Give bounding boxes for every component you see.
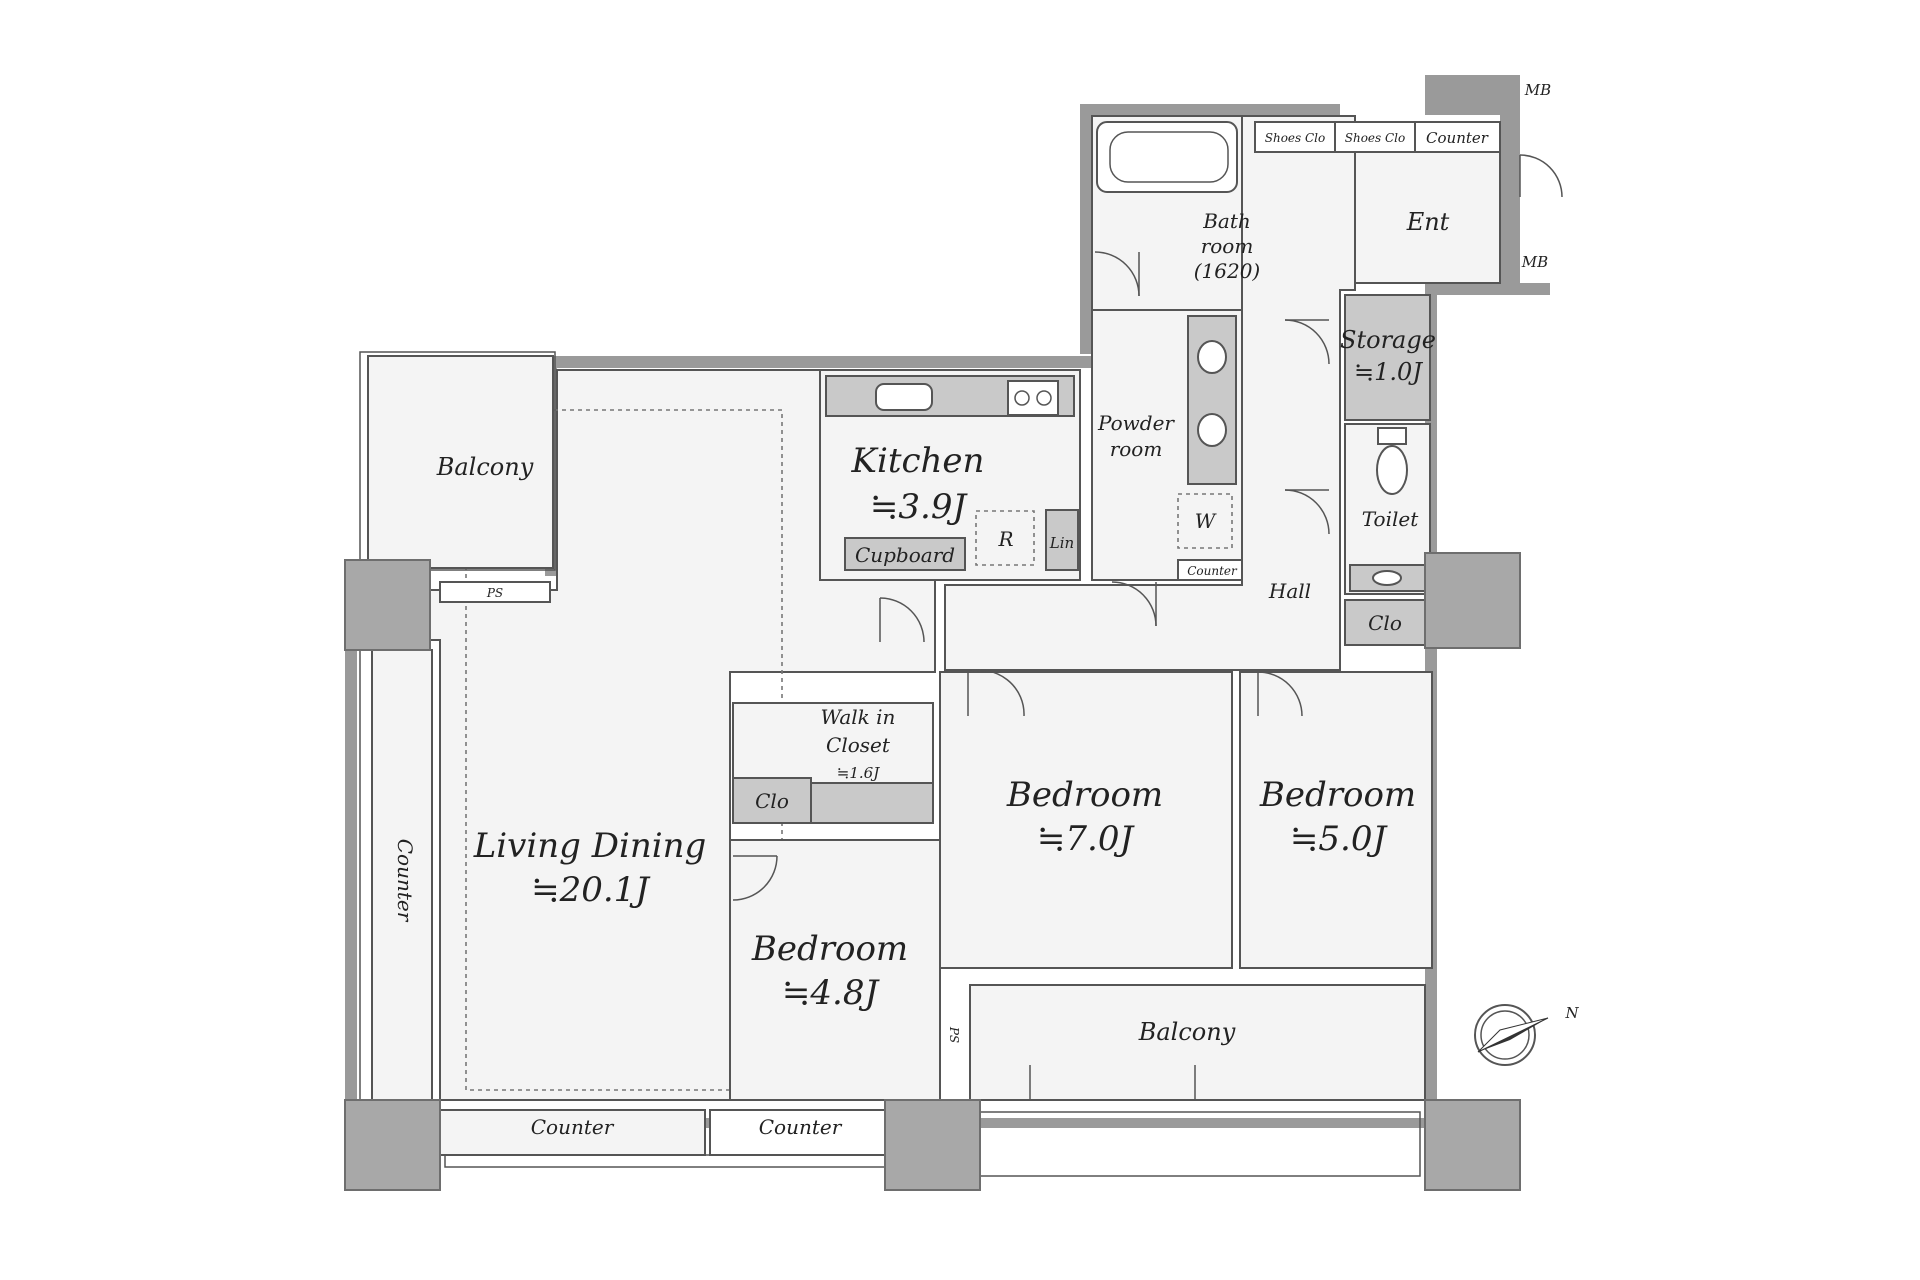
closet-hall [1344,599,1426,646]
walk-in-area: ≒1.6J [837,764,880,782]
kitchen-area: ≒3.9J [870,487,969,527]
balcony-south [969,984,1426,1101]
powder-line2: room [1110,437,1163,461]
cupboard-label: Cupboard [855,543,955,567]
bedroom-a [939,671,1233,969]
doors [732,154,1563,901]
bath-line3: (1620) [1194,259,1261,283]
counter-west [371,649,433,1101]
counter-bottom-2-label: Counter [759,1115,843,1139]
refrigerator-label: R [997,527,1013,551]
living-dining-area: ≒20.1J [531,870,651,910]
bedroom-c [729,839,941,1101]
closet-bed-c [732,777,812,824]
storage [1344,294,1431,421]
structural-columns [344,552,1521,1191]
bedroom-b [1239,671,1433,969]
toilet-label: Toilet [1362,507,1419,531]
shoes-closet-1 [1254,121,1336,153]
hall-label: Hall [1268,579,1311,603]
living-dining-name: Living Dining [473,826,707,866]
balcony-west [367,355,554,569]
column-se [1424,1099,1521,1191]
bedroom-b-name: Bedroom [1259,775,1416,815]
storage-name: Storage [1340,326,1436,354]
column-sm [884,1099,981,1191]
balcony-west-label: Balcony [436,453,534,481]
bath-line1: Bath [1202,209,1251,233]
counter-entry-label: Counter [1426,129,1489,147]
shoes-closet-2 [1334,121,1416,153]
washer-space [1177,493,1233,549]
entrance [1354,151,1501,284]
bedroom-b-area: ≒5.0J [1290,819,1389,859]
linen-closet [1045,509,1079,571]
walk-in-line2: Closet [826,733,891,757]
pipe-space-1-label: PS [486,586,503,600]
walk-in-line1: Walk in [821,705,896,729]
bedroom-c-name: Bedroom [751,929,908,969]
counter-bottom-1 [439,1109,706,1156]
column-nw [344,559,431,651]
bath-line2: room [1201,234,1254,258]
sink-icon [875,383,933,411]
meter-box-bottom-label: MB [1521,253,1548,271]
counter-small-label: Counter [1187,564,1238,578]
compass-icon: N [1474,1004,1579,1066]
pipe-space-west [439,581,551,603]
kitchen-name: Kitchen [851,441,985,481]
cupboard [844,537,966,571]
counter-bottom-2 [709,1109,886,1156]
entrance-label: Ent [1406,208,1450,236]
north-label: N [1564,1004,1579,1022]
linen-label: Lin [1049,534,1074,552]
labels: Living Dining ≒20.1J Kitchen ≒3.9J Bedro… [393,81,1551,1139]
rooms [359,115,1501,1177]
balcony-west-rail [359,351,556,571]
bedroom-c-area: ≒4.8J [782,973,881,1013]
counter-entry [1414,121,1501,153]
storage-area: ≒1.0J [1354,358,1423,386]
walk-in-floor [732,702,934,784]
washer-label: W [1195,509,1217,533]
column-e [1424,552,1521,649]
stove-icon [1007,380,1059,416]
powder-line1: Powder [1097,411,1175,435]
pipe-space-2-label: PS [947,1026,961,1043]
toilet-bowl-icon [1376,445,1408,495]
counter-west-label: Counter [393,839,417,923]
bedroom-a-name: Bedroom [1006,775,1163,815]
closet-bed-c-label: Clo [755,789,789,813]
balcony-south-label: Balcony [1138,1018,1236,1046]
bathtub [1096,121,1238,193]
meter-box-top-label: MB [1524,81,1551,99]
shoes-closet-1-label: Shoes Clo [1265,131,1326,145]
shoes-closet-2-label: Shoes Clo [1345,131,1406,145]
closet-hall-label: Clo [1368,611,1402,635]
counter-bottom-1-label: Counter [531,1115,615,1139]
column-sw [344,1099,441,1191]
bedroom-a-area: ≒7.0J [1037,819,1136,859]
